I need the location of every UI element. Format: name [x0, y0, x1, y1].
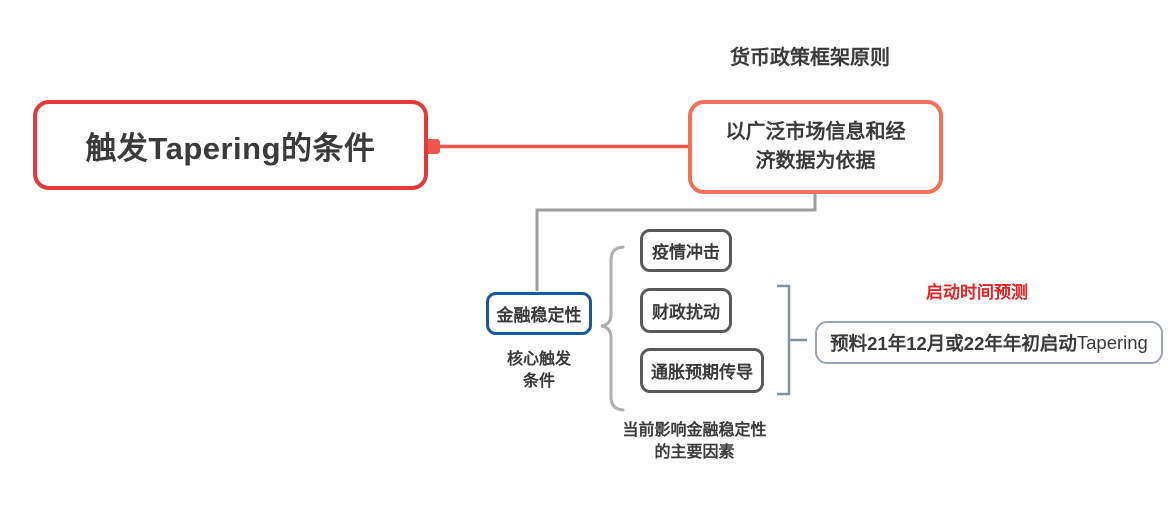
factors-note-line1: 当前影响金融稳定性	[622, 422, 767, 439]
finance-factors-brace	[600, 245, 625, 412]
finance-stability-node[interactable]: 金融稳定性	[486, 292, 592, 335]
prediction-text-en: Tapering	[1076, 331, 1148, 353]
factor-label: 财政扰动	[652, 303, 720, 322]
principle-topic-line1: 以广泛市场信息和经	[725, 121, 906, 143]
factor-label: 通胀预期传导	[651, 363, 753, 382]
principle-floating-label[interactable]: 货币政策框架原则	[730, 47, 890, 69]
factors-note-label[interactable]: 当前影响金融稳定性 的主要因素	[597, 420, 792, 465]
factor-node-pandemic[interactable]: 疫情冲击	[640, 229, 732, 272]
root-topic-label: 触发Tapering的条件	[85, 130, 376, 166]
factors-note-line2: 的主要因素	[654, 444, 735, 462]
prediction-floating-label[interactable]: 启动时间预测	[926, 283, 1028, 302]
prediction-text-cn: 预料21年12月或22年年初启动	[830, 332, 1077, 354]
factor-label: 疫情冲击	[652, 243, 720, 262]
factor-node-inflation[interactable]: 通胀预期传导	[640, 348, 764, 393]
finance-note-line1: 核心触发	[506, 351, 571, 368]
finance-stability-label: 金融稳定性	[496, 306, 582, 325]
root-topic-node[interactable]: 触发Tapering的条件	[33, 100, 428, 190]
finance-note-line2: 条件	[522, 372, 555, 390]
factor-node-fiscal[interactable]: 财政扰动	[640, 288, 732, 333]
principle-topic-line2: 济数据为依据	[755, 150, 876, 172]
finance-note-label[interactable]: 核心触发 条件	[481, 349, 597, 392]
factors-prediction-bracket	[777, 284, 807, 396]
principle-topic-node[interactable]: 以广泛市场信息和经 济数据为依据	[688, 100, 943, 194]
